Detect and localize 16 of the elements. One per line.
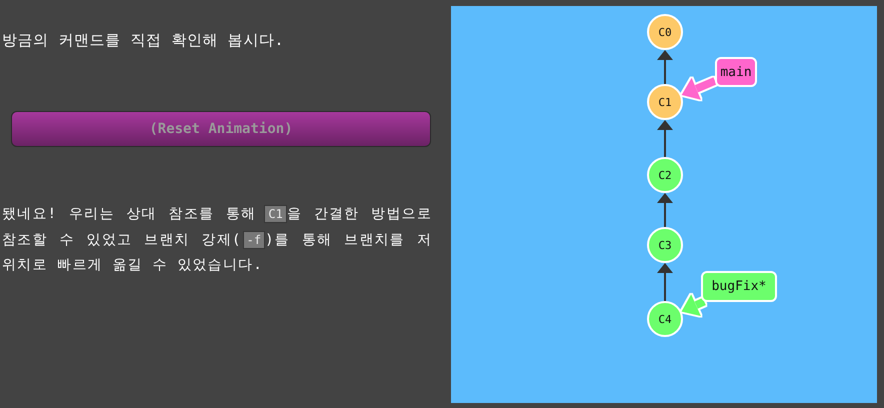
commit-node: C2 bbox=[647, 157, 683, 193]
commit-node: C1 bbox=[647, 84, 683, 120]
commit-node: C3 bbox=[647, 227, 683, 263]
branch-tag: bugFix* bbox=[701, 270, 777, 302]
instruction-text: 방금의 커맨드를 직접 확인해 봅시다. bbox=[2, 30, 284, 50]
arrow bbox=[657, 120, 673, 157]
branch-tag: main bbox=[715, 57, 757, 87]
branch-pointer-arrow bbox=[682, 77, 717, 100]
reset-animation-button: (Reset Animation) bbox=[11, 111, 431, 147]
branch-pointer-arrow bbox=[681, 294, 706, 316]
arrow bbox=[657, 50, 673, 84]
arrow bbox=[657, 263, 673, 301]
paragraph-text: 됐네요! 우리는 상대 참조를 통해 C1 을 간결한 방법으로 참조할 수 있었고 브랜치 강제( -f )를 통해 브랜치를 저 위치로 빠르게 옮길 수 있었습니다. bbox=[2, 204, 432, 275]
commit-node: C4 bbox=[647, 301, 683, 337]
arrow bbox=[657, 193, 673, 227]
commit-node: C0 bbox=[647, 14, 683, 50]
